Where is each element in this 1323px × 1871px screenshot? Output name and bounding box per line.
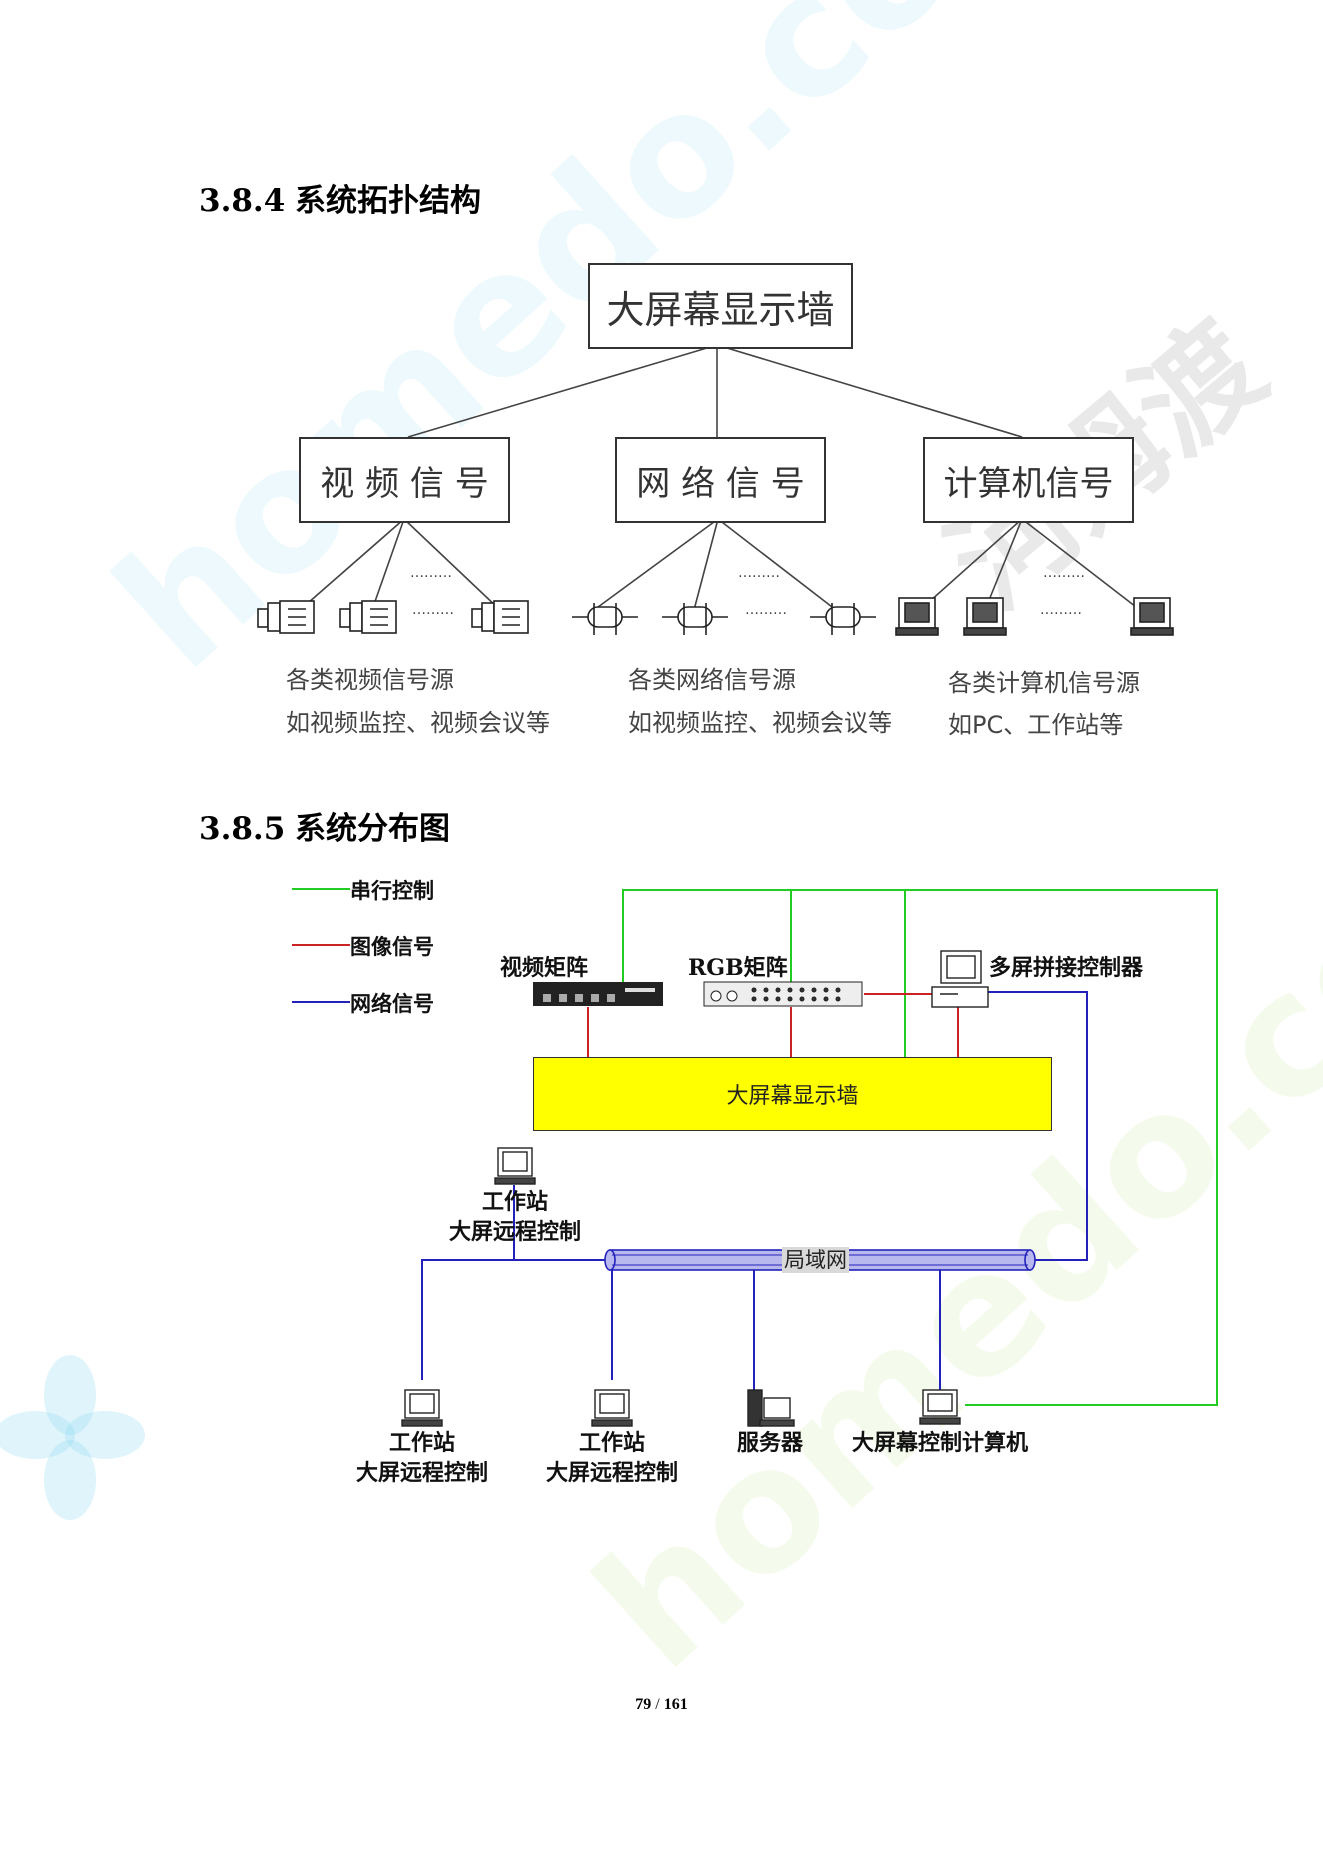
video-dots-upper: ……… bbox=[410, 565, 452, 581]
controller-computer-icon bbox=[931, 950, 989, 1008]
workstation-mid-line2: 大屏远程控制 bbox=[545, 1460, 679, 1486]
image-signal-lines bbox=[587, 993, 959, 1057]
workstation-left-computer-icon bbox=[401, 1389, 443, 1427]
page-number: 79 / 161 bbox=[0, 1696, 1323, 1714]
camera-icon bbox=[339, 600, 397, 634]
branch-box-network: 网 络 信 号 bbox=[615, 437, 826, 523]
video-caption-1: 各类视频信号源 bbox=[286, 666, 454, 694]
workstation-left-label: 工作站 大屏远程控制 bbox=[356, 1428, 488, 1488]
control-pc-computer-icon bbox=[919, 1389, 961, 1425]
video-dots-lower: ……… bbox=[412, 602, 454, 618]
video-matrix-device bbox=[533, 982, 663, 1006]
network-node-icons bbox=[572, 603, 876, 635]
network-caption-1: 各类网络信号源 bbox=[628, 666, 796, 694]
workstation-mid-label: 工作站 大屏远程控制 bbox=[546, 1428, 678, 1488]
display-wall: 大屏幕显示墙 bbox=[533, 1057, 1052, 1131]
page-total: 161 bbox=[663, 1696, 688, 1713]
legend-serial-label: 串行控制 bbox=[350, 878, 434, 903]
legend-image-label: 图像信号 bbox=[350, 934, 434, 959]
camera-icon bbox=[257, 600, 315, 634]
computer-dots-upper: ……… bbox=[1043, 565, 1085, 581]
workstation-left-line1: 工作站 bbox=[388, 1430, 456, 1456]
workstation-mid-computer-icon bbox=[591, 1389, 633, 1427]
section-number: 3.8.4 bbox=[199, 183, 286, 219]
network-caption-2: 如视频监控、视频会议等 bbox=[628, 709, 892, 737]
rgb-matrix-label: RGB矩阵 bbox=[688, 955, 788, 981]
page-current: 79 bbox=[635, 1696, 652, 1713]
video-caption-2: 如视频监控、视频会议等 bbox=[286, 709, 550, 737]
section-title: 系统拓扑结构 bbox=[295, 183, 481, 219]
branch-box-computer: 计算机信号 bbox=[923, 437, 1134, 523]
camera-icons bbox=[257, 600, 529, 634]
workstation-mid-line1: 工作站 bbox=[578, 1430, 646, 1456]
network-lines bbox=[421, 991, 1088, 1395]
computer-icon bbox=[1130, 597, 1174, 636]
page-separator: / bbox=[655, 1696, 660, 1713]
computer-icons bbox=[895, 597, 1174, 636]
network-dots-lower: ……… bbox=[745, 602, 787, 618]
video-matrix-label: 视频矩阵 bbox=[500, 955, 589, 981]
lan-label: 局域网 bbox=[782, 1247, 849, 1273]
rgb-matrix-device bbox=[703, 981, 863, 1007]
computer-caption-2: 如PC、工作站等 bbox=[948, 711, 1124, 739]
workstation-top-line2: 大屏远程控制 bbox=[448, 1219, 582, 1245]
server-label: 服务器 bbox=[736, 1430, 804, 1456]
computer-caption-1: 各类计算机信号源 bbox=[948, 669, 1140, 697]
controller-label: 多屏拼接控制器 bbox=[989, 955, 1144, 981]
network-node-icon bbox=[572, 603, 638, 635]
server-icon bbox=[747, 1389, 795, 1427]
serial-control-lines bbox=[622, 889, 1218, 1406]
workstation-top-line1: 工作站 bbox=[481, 1189, 549, 1215]
legend-network-label: 网络信号 bbox=[350, 991, 434, 1016]
branch-box-video: 视 频 信 号 bbox=[299, 437, 510, 523]
network-node-icon bbox=[662, 603, 728, 635]
computer-dots-lower: ……… bbox=[1040, 602, 1082, 618]
network-node-icon bbox=[810, 603, 876, 635]
network-dots-upper: ……… bbox=[738, 565, 780, 581]
computer-icon bbox=[963, 597, 1007, 636]
section-number: 3.8.5 bbox=[199, 811, 286, 847]
workstation-left-line2: 大屏远程控制 bbox=[355, 1460, 489, 1486]
camera-icon bbox=[471, 600, 529, 634]
section-title: 系统分布图 bbox=[295, 811, 450, 847]
workstation-top-computer-icon bbox=[494, 1147, 536, 1185]
computer-icon bbox=[895, 597, 939, 636]
control-pc-label: 大屏幕控制计算机 bbox=[851, 1430, 1029, 1456]
root-box-display-wall: 大屏幕显示墙 bbox=[588, 263, 853, 349]
workstation-top-label: 工作站 大屏远程控制 bbox=[449, 1187, 581, 1247]
